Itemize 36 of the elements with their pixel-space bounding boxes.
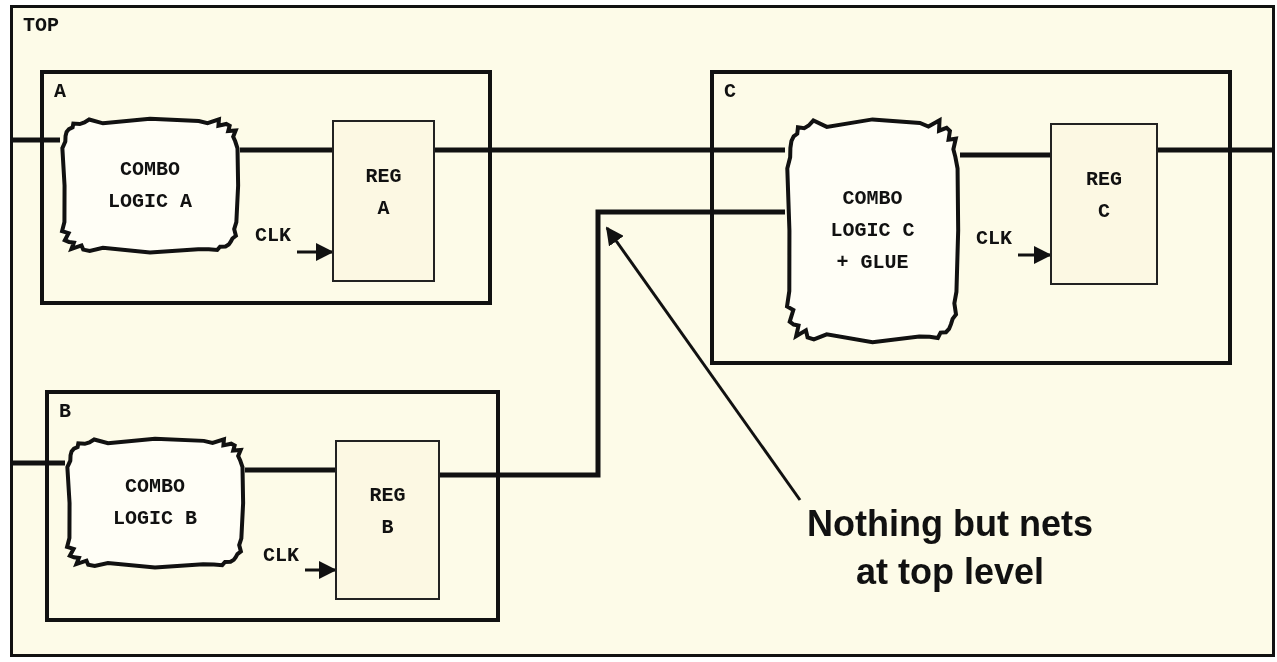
- net-wire: [435, 147, 785, 153]
- net-wire: [440, 209, 785, 478]
- net-wire: [960, 152, 1050, 158]
- register-box: [332, 120, 435, 282]
- module-box: [45, 390, 500, 622]
- register-label: REG A: [364, 164, 403, 223]
- block-label: COMBO LOGIC C + GLUE: [829, 185, 916, 276]
- annotation-text: Nothing but nets at top level: [806, 502, 1094, 594]
- logic-cloud: [65, 438, 245, 568]
- module-label: B: [59, 400, 71, 423]
- top-level-box: [10, 5, 1275, 657]
- logic-cloud: [60, 118, 240, 253]
- block-label: COMBO LOGIC B: [112, 474, 198, 532]
- net-wire: [240, 147, 332, 153]
- register-box: [1050, 123, 1158, 285]
- module-box: [40, 70, 492, 305]
- register-label: REG C: [1085, 167, 1123, 226]
- clock-label: CLK: [255, 224, 297, 254]
- block-label: COMBO LOGIC A: [107, 156, 193, 215]
- clock-input-arrow: [1018, 246, 1052, 264]
- module-label: C: [724, 80, 736, 103]
- register-label: REG B: [368, 483, 407, 542]
- net-wire: [1158, 147, 1275, 153]
- clock-label: CLK: [976, 227, 1018, 257]
- register-box: [335, 440, 440, 600]
- clock-label: CLK: [263, 544, 305, 574]
- module-label: TOP: [23, 14, 59, 37]
- net-wire: [245, 467, 335, 473]
- net-wire: [10, 460, 65, 466]
- logic-cloud: [785, 118, 960, 343]
- clock-input-arrow: [297, 243, 334, 261]
- module-label: A: [54, 80, 66, 103]
- leader-arrow: [605, 226, 802, 501]
- module-box: [710, 70, 1232, 365]
- clock-input-arrow: [305, 561, 337, 579]
- net-wire: [10, 137, 60, 143]
